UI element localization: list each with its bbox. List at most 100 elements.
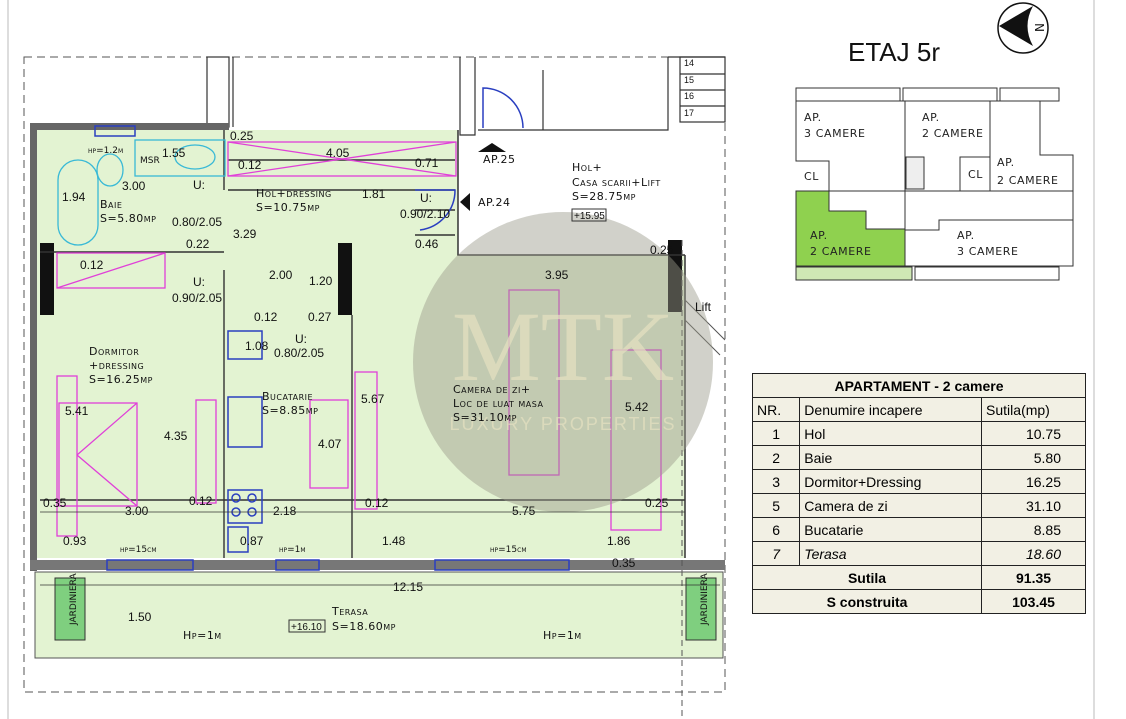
plan-label: 1.08 <box>245 339 269 353</box>
row-nr: 5 <box>751 493 801 518</box>
row-nr: 2 <box>751 445 801 470</box>
plan-label: S=8.85mp <box>262 404 318 417</box>
plan-label: 1.81 <box>362 187 386 201</box>
plan-label: 1.86 <box>607 534 631 548</box>
north-compass-icon: N <box>997 2 1049 54</box>
plan-label: 0.12 <box>80 258 104 272</box>
plan-label: 5.42 <box>625 400 649 414</box>
row-name: Camera de zi <box>799 493 983 518</box>
plan-label: 2.00 <box>269 268 293 282</box>
plan-label: 0.12 <box>254 310 278 324</box>
row-nr: 6 <box>751 517 801 542</box>
plan-label: Terasa <box>331 605 368 618</box>
plan-label: +15.95 <box>574 211 605 222</box>
plan-label: 0.25 <box>645 496 669 510</box>
furniture <box>56 125 662 553</box>
upper-walls <box>206 56 726 136</box>
plan-label: 12.15 <box>393 580 423 594</box>
plan-label: 0.93 <box>63 534 87 548</box>
plan-label: 0.90/2.05 <box>172 291 222 305</box>
sutila-value: 91.35 <box>981 565 1086 590</box>
plan-label: S=16.25mp <box>89 373 153 386</box>
planters: JARDINIERA JARDINIERA <box>54 573 717 641</box>
plan-label: 14 <box>684 58 694 68</box>
plan-label: hp=15cm <box>120 545 157 555</box>
plan-label: AP.25 <box>483 153 515 166</box>
row-nr: 3 <box>751 469 801 494</box>
plan-label: CL <box>968 168 983 181</box>
plan-label: 1.55 <box>162 146 186 160</box>
plan-label: 0.90/2.10 <box>400 207 450 221</box>
plan-label: 0.12 <box>238 158 262 172</box>
plan-label: Casa scarii+Lift <box>572 176 661 189</box>
plan-label: 0.22 <box>186 237 210 251</box>
plan-label: AP. <box>804 111 822 124</box>
plan-label: 4.35 <box>164 429 188 443</box>
plan-label: S=18.60mp <box>332 620 396 633</box>
plan-label: Camera de zi+ <box>453 383 531 396</box>
plan-label: 3.00 <box>125 504 149 518</box>
plan-label: 3.29 <box>233 227 257 241</box>
column-header: Denumire incapere <box>799 397 983 422</box>
column-header: Sutila(mp) <box>981 397 1086 422</box>
plan-label: CL <box>804 170 819 183</box>
windows[interactable] <box>106 559 570 571</box>
row-nr: 1 <box>751 421 801 446</box>
plan-label: 0.35 <box>612 556 636 570</box>
table-title: APARTAMENT - 2 camere <box>752 373 1086 398</box>
plan-label: Hol+dressing <box>256 187 332 200</box>
row-nr: 7 <box>751 541 801 566</box>
planter-label: JARDINIERA <box>700 573 710 626</box>
plan-label: Bucatarie <box>262 390 313 403</box>
exterior-walls <box>30 123 726 719</box>
plan-label: +dressing <box>89 359 144 372</box>
plan-label: 5.67 <box>361 392 385 406</box>
plan-label: 15 <box>684 75 694 85</box>
plan-label: 5.41 <box>65 404 89 418</box>
plan-label: Hol+ <box>572 161 602 174</box>
plan-label: 1.50 <box>128 610 152 624</box>
entrance-arrow-icon <box>460 193 470 211</box>
plan-label: 0.71 <box>415 156 439 170</box>
entry-door[interactable] <box>482 87 524 129</box>
apartment-area <box>37 130 685 558</box>
room-labels: Baie S=5.80mp Hol+dressing S=10.75mp Dor… <box>89 161 661 633</box>
plan-label: S=28.75mp <box>572 190 636 203</box>
plan-label: 1.20 <box>309 274 333 288</box>
plan-label: 0.35 <box>43 496 67 510</box>
row-name: Bucatarie <box>799 517 983 542</box>
plan-label: hp=15cm <box>490 545 527 555</box>
interior-walls <box>40 130 685 558</box>
dimension-labels: 0.25 1.55 4.05 0.71 0.12 3.00 1.81 1.94 … <box>40 129 720 624</box>
row-area: 16.25 <box>981 469 1086 494</box>
area-table: APARTAMENT - 2 camere NR. Denumire incap… <box>751 373 1086 614</box>
plan-label: S=10.75mp <box>256 201 320 214</box>
plan-label: 0.25 <box>650 243 674 257</box>
row-area: 10.75 <box>981 421 1086 446</box>
plan-label: U: <box>295 332 307 346</box>
plan-label: 1.94 <box>62 190 86 204</box>
plan-label: 2 CAMERE <box>997 174 1059 187</box>
plan-label: AP. <box>922 111 940 124</box>
highlighted-apartment <box>795 190 906 267</box>
plan-label: 3 CAMERE <box>804 127 866 140</box>
plan-label: hp=1.2m <box>88 146 123 156</box>
plan-label: 0.12 <box>189 494 213 508</box>
plan-label: 3 CAMERE <box>957 245 1019 258</box>
plan-label: 1.48 <box>382 534 406 548</box>
plan-label: 2 CAMERE <box>922 127 984 140</box>
sutila-label: Sutila <box>751 565 983 590</box>
s-construita-label: S construita <box>751 589 983 614</box>
apartment-door[interactable] <box>415 189 456 231</box>
row-name: Hol <box>799 421 983 446</box>
plan-label: AP. <box>997 156 1015 169</box>
terrace-area <box>34 571 724 659</box>
watermark-logo: MTK LUXURY PROPERTIES <box>413 212 713 512</box>
plan-label: S=31.10mp <box>453 411 517 424</box>
plan-label: 4.07 <box>318 437 342 451</box>
